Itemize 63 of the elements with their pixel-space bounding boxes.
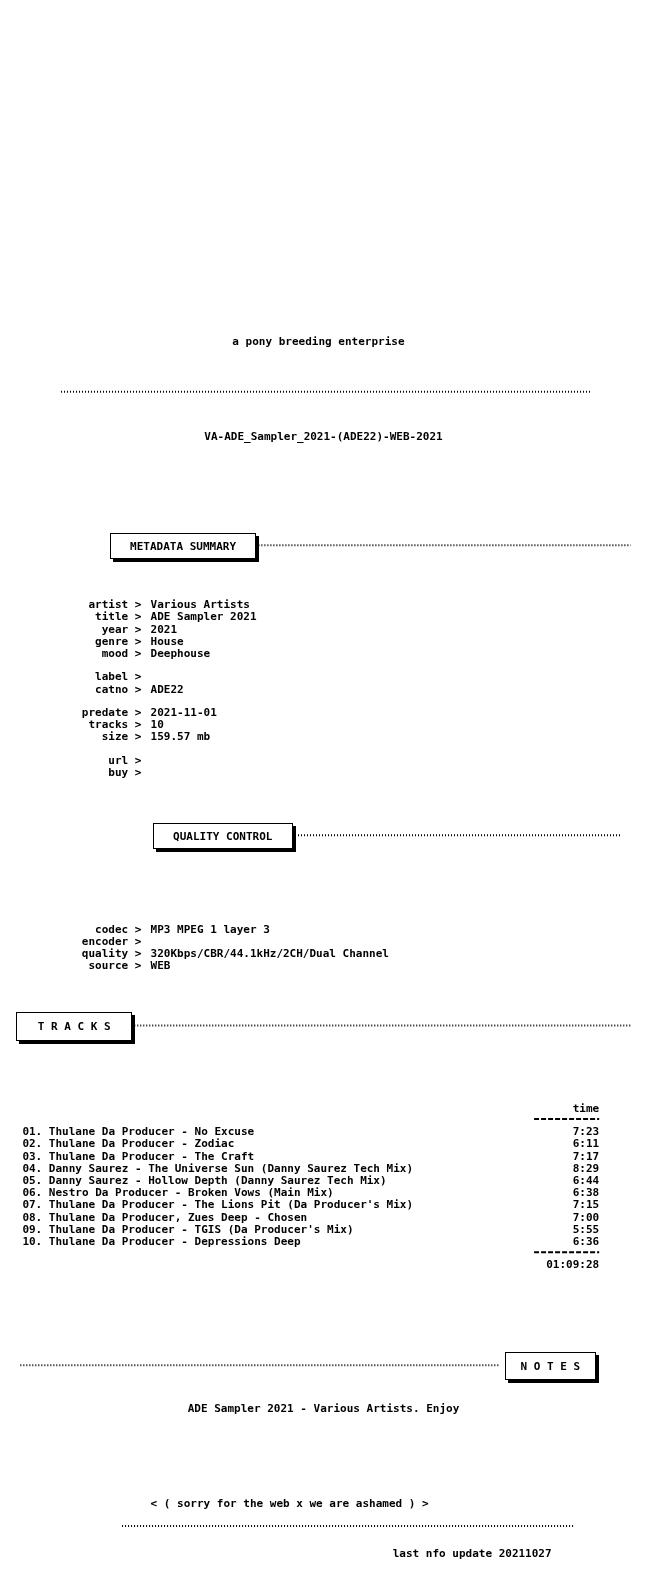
field-key: encoder > xyxy=(81,935,142,948)
field-value: 2021-11-01 xyxy=(150,707,217,719)
track-time: 6:38 xyxy=(572,1187,600,1200)
field-value: Various Artists xyxy=(150,599,250,612)
section-title: N O T E S xyxy=(520,1359,581,1373)
field-value: ADE22 xyxy=(150,683,184,696)
section-header-box xyxy=(109,533,257,560)
field-value: House xyxy=(150,635,184,648)
field-value: ADE Sampler 2021 xyxy=(150,611,257,624)
field-value: Deephouse xyxy=(150,648,211,660)
section-header-box xyxy=(16,1012,133,1041)
track-time: 8:29 xyxy=(572,1162,600,1175)
field-value: MP3 MPEG 1 layer 3 xyxy=(150,923,270,936)
field-value: WEB xyxy=(150,960,171,973)
track-title: 10. Thulane Da Producer - Depressions Deep xyxy=(22,1236,301,1248)
track-title: 03. Thulane Da Producer - The Craft xyxy=(22,1150,255,1163)
field-key: year > xyxy=(101,623,142,636)
section-header-box xyxy=(152,823,293,850)
field-value: 2021 xyxy=(150,623,178,636)
track-title: 02. Thulane Da Producer - Zodiac xyxy=(22,1138,235,1151)
track-title: 04. Danny Saurez - The Universe Sun (Danny Saurez Tech Mix) xyxy=(22,1162,414,1175)
field-key: url > xyxy=(108,754,142,767)
track-title: 07. Thulane Da Producer - The Lions Pit (Da Producer's Mix) xyxy=(22,1199,414,1212)
track-time: 7:17 xyxy=(572,1150,600,1163)
field-key: codec > xyxy=(95,923,142,936)
field-key: catno > xyxy=(95,683,142,696)
field-value: 10 xyxy=(150,719,164,732)
track-title: 08. Thulane Da Producer, Zues Deep - Chosen xyxy=(22,1211,308,1224)
track-time: 5:55 xyxy=(572,1223,600,1236)
track-time: 6:36 xyxy=(572,1236,600,1248)
track-time: 7:15 xyxy=(572,1199,600,1212)
closing-message: < ( sorry for the web x we are ashamed ) > xyxy=(150,1498,429,1511)
release-name: VA-ADE_Sampler_2021-(ADE22)-WEB-2021 xyxy=(204,431,443,444)
section-title: T R A C K S xyxy=(37,1019,111,1033)
track-title: 06. Nestro Da Producer - Broken Vows (Main Mix) xyxy=(22,1187,334,1200)
tagline: a pony breeding enterprise xyxy=(232,335,405,348)
field-key: size > xyxy=(101,731,142,744)
field-key: artist > xyxy=(88,599,142,612)
field-key: genre > xyxy=(95,635,142,648)
field-key: predate > xyxy=(81,707,142,719)
total-time: 01:09:28 xyxy=(546,1259,600,1272)
track-title: 09. Thulane Da Producer - TGIS (Da Producer's Mix) xyxy=(22,1223,354,1236)
field-value: 320Kbps/CBR/44.1kHz/2CH/Dual Channel xyxy=(150,948,389,961)
section-title: METADATA SUMMARY xyxy=(130,539,237,553)
track-time: 7:00 xyxy=(572,1211,600,1224)
field-key: source > xyxy=(88,960,142,973)
field-key: tracks > xyxy=(88,719,142,732)
field-key: label > xyxy=(95,671,142,684)
update-date: last nfo update 20211027 xyxy=(392,1548,552,1561)
field-key: title > xyxy=(95,611,142,624)
notes-text: ADE Sampler 2021 - Various Artists. Enjoy xyxy=(187,1402,460,1415)
track-title: 05. Danny Saurez - Hollow Depth (Danny Saurez Tech Mix) xyxy=(22,1174,387,1187)
field-value: 159.57 mb xyxy=(150,731,211,744)
section-title: QUALITY CONTROL xyxy=(173,829,273,843)
field-key: quality > xyxy=(81,948,142,961)
section-header-box xyxy=(504,1352,597,1381)
field-key: buy > xyxy=(108,767,142,780)
track-title: 01. Thulane Da Producer - No Excuse xyxy=(22,1126,255,1139)
track-time: 6:44 xyxy=(572,1174,600,1187)
field-key: mood > xyxy=(101,648,142,660)
column-header: time xyxy=(572,1102,600,1115)
track-time: 7:23 xyxy=(572,1126,600,1139)
track-time: 6:11 xyxy=(572,1138,600,1151)
